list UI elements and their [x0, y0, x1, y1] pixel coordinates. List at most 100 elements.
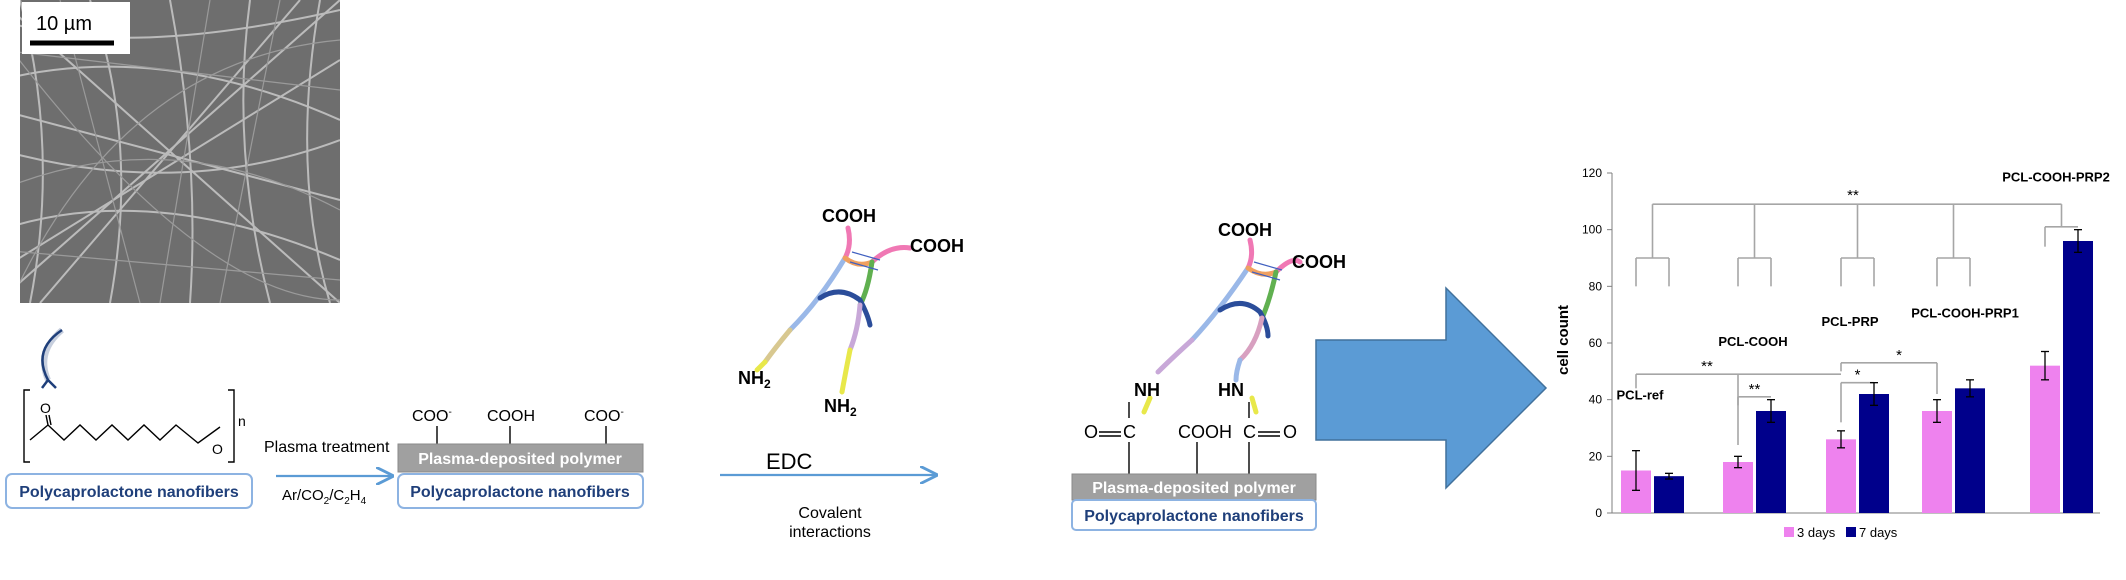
amide-left-o: O — [1084, 422, 1098, 442]
chart-significance-brackets: ******** — [1635, 187, 2078, 445]
chart-sig-prp-prp1: * — [1896, 347, 1902, 364]
cooh-bound-mid: COOH — [1178, 422, 1232, 442]
amide-right-o: O — [1283, 422, 1297, 442]
chart-category-label: PCL-COOH-PRP1 — [1911, 306, 2019, 321]
bound-segment-6 — [1259, 269, 1279, 321]
protein-free-nh2-1: NH2 — [738, 368, 771, 391]
chart-legend: 3 days 7 days — [1784, 525, 1898, 540]
chart-y-tick-label: 0 — [1595, 506, 1602, 520]
protein-segment-5 — [842, 255, 875, 267]
chart-category-label: PCL-COOH-PRP2 — [2002, 170, 2110, 185]
cooh-mid: COOH — [487, 408, 535, 425]
pcl-structure — [23, 389, 235, 463]
curved-arrow-shadow — [41, 327, 65, 382]
chart-bar — [1955, 388, 1985, 513]
plasma-layer-mid-label: Plasma-deposited polymer — [418, 451, 622, 468]
protein-segment-3 — [762, 327, 793, 365]
chart-bars — [1621, 229, 2093, 513]
bound-segment-11 — [1249, 395, 1259, 415]
pcl-chain — [29, 424, 221, 444]
protein-bound-hbonds — [1251, 261, 1283, 281]
scale-bar-label: 10 µm — [36, 13, 92, 35]
carbonyl-bond-2 — [48, 414, 52, 426]
protein-bound-hn: HN — [1218, 380, 1244, 400]
plasma-treatment-label: Plasma treatment — [264, 439, 390, 456]
pcl-box-left — [5, 473, 253, 509]
edc-label: EDC — [766, 449, 813, 474]
coo-minus-1: COO- — [412, 407, 452, 425]
protein-segment-1 — [842, 225, 852, 261]
chart-bar — [1723, 462, 1753, 513]
chart-bar — [1654, 476, 1684, 513]
chart-axis: 0 20 40 60 80 100 120 — [1582, 166, 2100, 520]
plasma-layer-right-label: Plasma-deposited polymer — [1092, 480, 1296, 497]
sem-image: 10 µm — [20, 0, 340, 303]
protein-free-cooh-1: COOH — [822, 206, 876, 226]
chart-y-axis-label: cell count — [1555, 305, 1572, 375]
bound-segment-7 — [1217, 301, 1271, 339]
chart-category-labels: PCL-ref PCL-COOH PCL-PRP PCL-COOH-PRP1 PCL-C… — [1617, 170, 2110, 403]
chart-bar — [1922, 411, 1952, 513]
bracket-right — [228, 389, 235, 463]
bound-segment-2 — [1189, 265, 1251, 343]
protein-segment-9 — [847, 302, 863, 353]
chart-y-tick-label: 20 — [1589, 449, 1603, 463]
chart-legend-swatch — [1784, 527, 1794, 537]
chart-bar — [2063, 241, 2093, 513]
chart-y-tick-label: 120 — [1582, 166, 1602, 180]
chart-y-tick-label: 40 — [1589, 393, 1603, 407]
curved-arrow-icon — [41, 328, 63, 389]
protein-free-hbonds — [849, 251, 881, 271]
ester-oxygen: O — [212, 441, 223, 457]
covalent-label-1: Covalent — [798, 505, 862, 522]
protein-bound — [1141, 237, 1303, 415]
chart-sig-cooh-pair: ** — [1749, 381, 1761, 398]
pcl-box-mid-label: Polycaprolactone nanofibers — [410, 484, 630, 501]
chart-category-label: PCL-ref — [1617, 388, 1665, 403]
chart-legend-label: 7 days — [1859, 525, 1898, 540]
bound-segment-8 — [1237, 315, 1265, 363]
amide-left-c: C — [1123, 422, 1136, 442]
pcl-box-right — [1071, 499, 1317, 531]
protein-bound-cooh-2: COOH — [1292, 252, 1346, 272]
repeat-subscript: n — [238, 413, 246, 429]
chart-bar — [2030, 365, 2060, 513]
big-arrow-icon — [1315, 286, 1548, 490]
bound-segment-1 — [1245, 237, 1255, 271]
bound-segment-9 — [1233, 357, 1243, 383]
chart-y-tick-label: 100 — [1582, 223, 1602, 237]
chart-sig-ref-cooh: ** — [1701, 358, 1713, 375]
chart-bar — [1859, 394, 1889, 513]
chart-legend-label: 3 days — [1797, 525, 1836, 540]
protein-bound-nh: NH — [1134, 380, 1160, 400]
chart-bar — [1756, 411, 1786, 513]
chart-y-tick-label: 80 — [1589, 279, 1603, 293]
pcl-box-mid — [397, 473, 644, 509]
protein-segment-10 — [839, 347, 853, 395]
bound-segment-3 — [1155, 337, 1195, 375]
chart-category-label: PCL-PRP — [1821, 314, 1878, 329]
chart-legend-swatch — [1846, 527, 1856, 537]
bound-segment-4 — [1245, 265, 1279, 277]
carbonyl-bond — [45, 414, 49, 426]
chart-sig-prp-pair: * — [1855, 367, 1861, 384]
protein-free — [754, 225, 913, 395]
protein-segment-8 — [817, 289, 873, 328]
chart-bar — [1826, 439, 1856, 513]
chart-category-label: PCL-COOH — [1718, 334, 1787, 349]
bracket-left — [23, 389, 30, 463]
protein-bound-cooh-1: COOH — [1218, 220, 1272, 240]
protein-segment-4 — [754, 359, 768, 373]
chart-y-tick-label: 60 — [1589, 336, 1603, 350]
bound-segment-10 — [1141, 395, 1153, 415]
covalent-label-2: interactions — [789, 524, 871, 541]
protein-free-nh2-2: NH2 — [824, 396, 857, 419]
chart-sig-top: ** — [1847, 187, 1859, 204]
amide-right-c: C — [1243, 422, 1256, 442]
protein-free-cooh-2: COOH — [910, 236, 964, 256]
plasma-layer-mid — [397, 443, 644, 473]
gas-mixture-label: Ar/CO2/C2H4 — [282, 487, 367, 507]
protein-segment-6 — [869, 245, 913, 265]
